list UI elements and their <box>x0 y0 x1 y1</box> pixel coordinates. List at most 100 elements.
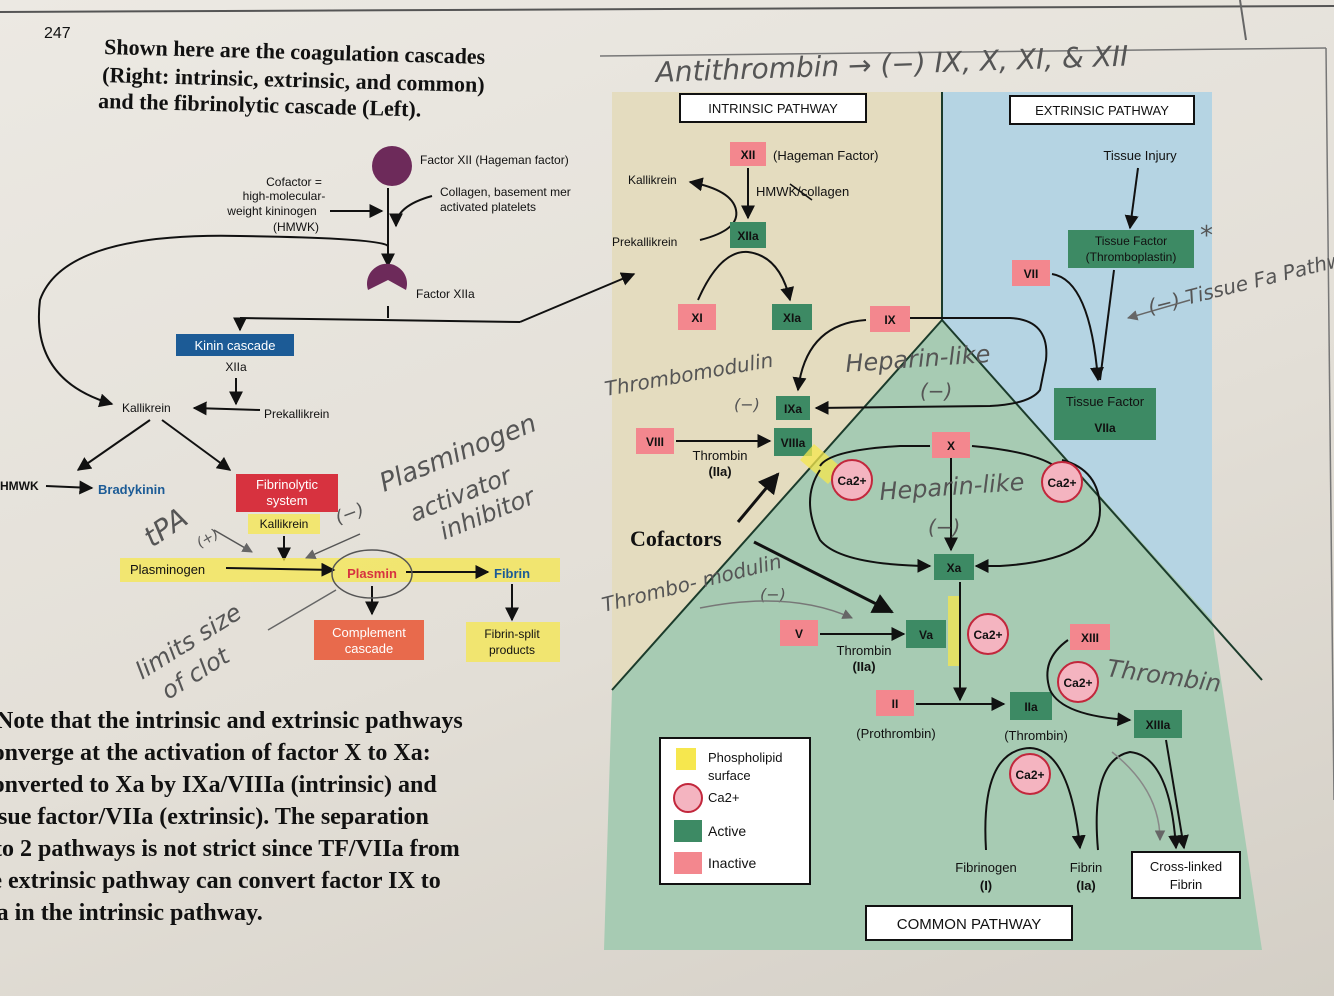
fibrinolytic-cascade-diagram: Factor XII (Hageman factor) Cofactor = h… <box>0 146 636 662</box>
factor-xia-box <box>772 304 812 330</box>
factor-ixa-box <box>776 396 810 420</box>
thrombin-iia-label-1: Thrombin <box>693 448 748 463</box>
note-line-4: tissue factor/VIIa (extrinsic). The sepa… <box>0 804 429 830</box>
page-rule-top <box>0 5 1334 13</box>
fibrin-label-2: (Ia) <box>1076 878 1096 893</box>
legend-ca: Ca2+ <box>708 790 739 805</box>
note-line-6: the extrinsic pathway can convert factor… <box>0 868 441 894</box>
legend-active-swatch <box>674 820 702 842</box>
plasminogen-label: Plasminogen <box>130 562 205 577</box>
factor-iia-box <box>1010 692 1052 720</box>
factor-xii-box <box>730 142 766 166</box>
thrombin-iia-label-3: Thrombin <box>837 643 892 658</box>
legend-phospholipid-1: Phospholipid <box>708 750 782 765</box>
factor-xi-box <box>678 304 716 330</box>
factor-ii-box <box>876 690 914 716</box>
left-hmwk-label: HMWK <box>0 479 39 493</box>
plasmin-label: Plasmin <box>347 566 397 581</box>
intrinsic-region <box>612 92 942 690</box>
note-paragraph: Note that the intrinsic and extrinsic pa… <box>0 708 463 926</box>
calcium-ion-2 <box>1041 461 1083 503</box>
legend-active: Active <box>708 823 746 839</box>
common-title-box <box>865 905 1073 941</box>
calcium-label-3: Ca2+ <box>973 628 1002 642</box>
left-prekallikrein-label: Prekallikrein <box>264 407 329 421</box>
calcium-label-5: Ca2+ <box>1015 768 1044 782</box>
note-line-2: converge at the activation of factor X t… <box>0 740 431 766</box>
kinin-cascade-box <box>176 334 294 356</box>
legend-ca-swatch <box>673 783 703 813</box>
collagen-label-2: activated platelets <box>440 200 536 214</box>
factor-x-label: X <box>947 439 955 453</box>
hand-antithrombin-note: Antithrombin → (−) IX, X, XI, & XII <box>653 40 1129 90</box>
complement-label-1: Complement <box>332 625 406 640</box>
calcium-ion-5 <box>1009 753 1051 795</box>
calcium-label-2: Ca2+ <box>1047 476 1076 490</box>
factor-viii-box <box>636 428 674 454</box>
fibrinogen-label-2: (I) <box>980 878 992 893</box>
note-line-3: converted to Xa by IXa/VIIIa (intrinsic)… <box>0 772 437 798</box>
extrinsic-title-box <box>1009 95 1195 125</box>
fibrin-split-label-1: Fibrin-split <box>484 627 540 641</box>
cross-linked-fibrin-box <box>1131 851 1241 899</box>
factor-xiia-label: XIIa <box>737 229 759 243</box>
calcium-label-1: Ca2+ <box>837 474 866 488</box>
tissue-factor-label: Tissue Factor <box>1066 394 1145 409</box>
calcium-label-4: Ca2+ <box>1063 676 1092 690</box>
fibrinogen-label-1: Fibrinogen <box>955 860 1016 875</box>
factor-xiia-sphere <box>367 263 407 290</box>
factor-xia-label: XIa <box>783 311 801 325</box>
complement-cascade-box <box>314 620 424 660</box>
factor-ixa-label: IXa <box>784 402 802 416</box>
factor-vii-box <box>1012 260 1050 286</box>
prekallikrein-label: Prekallikrein <box>612 235 677 249</box>
factor-vii-label: VII <box>1024 267 1039 281</box>
coagulation-cascade-panel: INTRINSIC PATHWAY EXTRINSIC PATHWAY COMM… <box>604 92 1263 950</box>
cross-linked-label-2: Fibrin <box>1170 877 1203 892</box>
factor-viia-label: VIIa <box>1094 421 1116 435</box>
factor-xiii-box <box>1070 624 1110 650</box>
factor-viii-label: VIII <box>646 435 664 449</box>
page-rule-corner <box>1239 0 1247 41</box>
tissue-factor-viia-box <box>1054 388 1156 440</box>
box-rule-top <box>599 47 1327 57</box>
left-factor-xiia-label: Factor XIIa <box>416 287 475 301</box>
thrombin-paren-label: (Thrombin) <box>1004 728 1068 743</box>
cofactor-label-4: (HMWK) <box>273 220 319 234</box>
factor-xii-label: XII <box>741 148 756 162</box>
left-factor-xii-label: Factor XII (Hageman factor) <box>420 153 569 167</box>
fibrinolytic-label-1: Fibrinolytic <box>256 477 319 492</box>
left-xiia-label: XIIa <box>225 360 247 374</box>
fibrinolytic-label-2: system <box>266 493 307 508</box>
cofactor-label-1: Cofactor = <box>266 175 322 189</box>
factor-xiii-label: XIII <box>1081 631 1099 645</box>
factor-va-box <box>906 620 946 648</box>
factor-xiia-box <box>730 222 766 248</box>
note-line-5: into 2 pathways is not strict since TF/V… <box>0 836 460 862</box>
calcium-ion-1 <box>831 459 873 501</box>
legend-inactive: Inactive <box>708 855 756 871</box>
factor-xiiia-box <box>1134 710 1182 738</box>
factor-xiiia-label: XIIIa <box>1146 718 1171 732</box>
factor-ix-box <box>870 306 910 332</box>
cross-linked-label-1: Cross-linked <box>1150 859 1222 874</box>
hand-star: * <box>1200 221 1213 251</box>
legend-phospholipid-swatch <box>676 748 696 770</box>
fibrin-label-1: Fibrin <box>1070 860 1103 875</box>
factor-ix-label: IX <box>884 313 895 327</box>
common-title: COMMON PATHWAY <box>897 916 1041 933</box>
hand-plasmin-circle <box>331 549 413 599</box>
kallikrein-label: Kallikrein <box>628 173 677 187</box>
hand-thrombomodulin-2-neg: (−) <box>760 585 786 604</box>
hand-tpa-pos: (+) <box>194 526 222 551</box>
cofactor-label-3: weight kininogen <box>226 204 316 218</box>
left-kallikrein2-label: Kallikrein <box>260 517 309 531</box>
kinin-cascade-label: Kinin cascade <box>195 338 276 353</box>
box-rule-right <box>1325 47 1334 801</box>
factor-xa-label: Xa <box>947 561 962 575</box>
calcium-ion-3 <box>967 613 1009 655</box>
cofactor-label-2: high-molecular- <box>243 189 326 203</box>
tissue-factor-box-label-2: (Thromboplastin) <box>1086 250 1177 264</box>
